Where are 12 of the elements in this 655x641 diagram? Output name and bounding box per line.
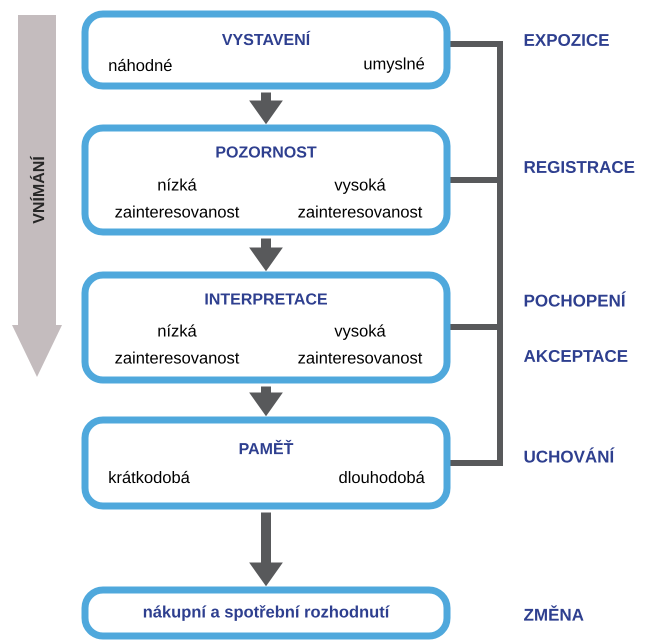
process-box: VYSTAVENÍ náhodné umyslné [82, 10, 450, 90]
stage-label: UCHOVÁNÍ [524, 447, 615, 463]
stage-label: REGISTRACE [524, 160, 634, 174]
process-box: INTERPRETACE nízká zainteresovanost vysoká zainteresovanost [82, 272, 450, 384]
process-box: nákupní a spotřební rozhodnutí [82, 586, 450, 640]
process-box: PAMĚŤ krátkodobá dlouhodobá [82, 416, 450, 510]
stage-label: POCHOPENÍ [524, 291, 626, 307]
stage-label: ZMĚNA [524, 605, 584, 621]
stage-label: AKCEPTACE [524, 350, 628, 362]
stage-label: EXPOZICE [524, 34, 609, 46]
process-box: POZORNOST nízká zainteresovanost vysoká zainteresovanost [82, 124, 450, 236]
side-label: VNÍMÁNÍ [30, 156, 44, 224]
